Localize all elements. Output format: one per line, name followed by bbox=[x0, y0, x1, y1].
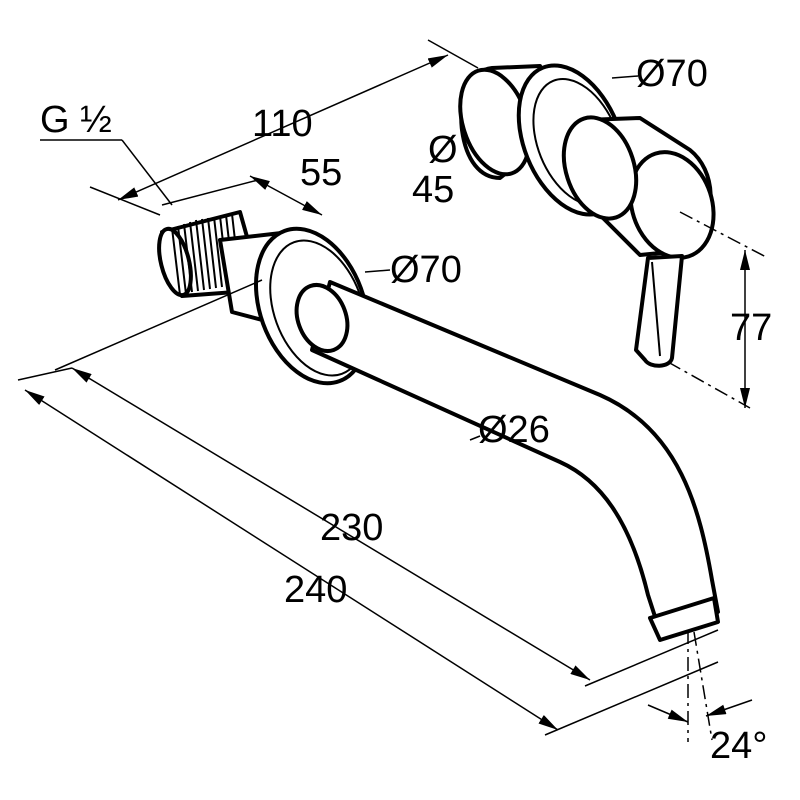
dim-angle-group bbox=[647, 630, 753, 742]
label-thread: G ½ bbox=[40, 99, 112, 141]
dim-240-group bbox=[17, 367, 719, 736]
label-240: 240 bbox=[284, 569, 347, 611]
thread-leader bbox=[40, 139, 173, 206]
mixer-body bbox=[458, 63, 716, 368]
dim-110-group bbox=[89, 39, 479, 216]
dim-77-group bbox=[667, 211, 769, 409]
label-dia70-bottom: Ø70 bbox=[390, 249, 462, 291]
label-dia70-top: Ø70 bbox=[636, 53, 708, 95]
dim-110-line bbox=[117, 54, 449, 201]
label-dia26: Ø26 bbox=[478, 409, 550, 451]
label-55: 55 bbox=[300, 152, 342, 194]
label-230: 230 bbox=[320, 507, 383, 549]
label-77: 77 bbox=[730, 307, 772, 349]
dim-240-line bbox=[24, 389, 559, 731]
label-angle-24: 24° bbox=[710, 725, 767, 767]
label-dia45-symbol: Ø bbox=[428, 129, 458, 171]
label-dia45-value: 45 bbox=[412, 169, 454, 211]
label-110: 110 bbox=[252, 103, 313, 145]
dim-55-group bbox=[161, 175, 323, 216]
dim-55-line bbox=[249, 175, 323, 216]
